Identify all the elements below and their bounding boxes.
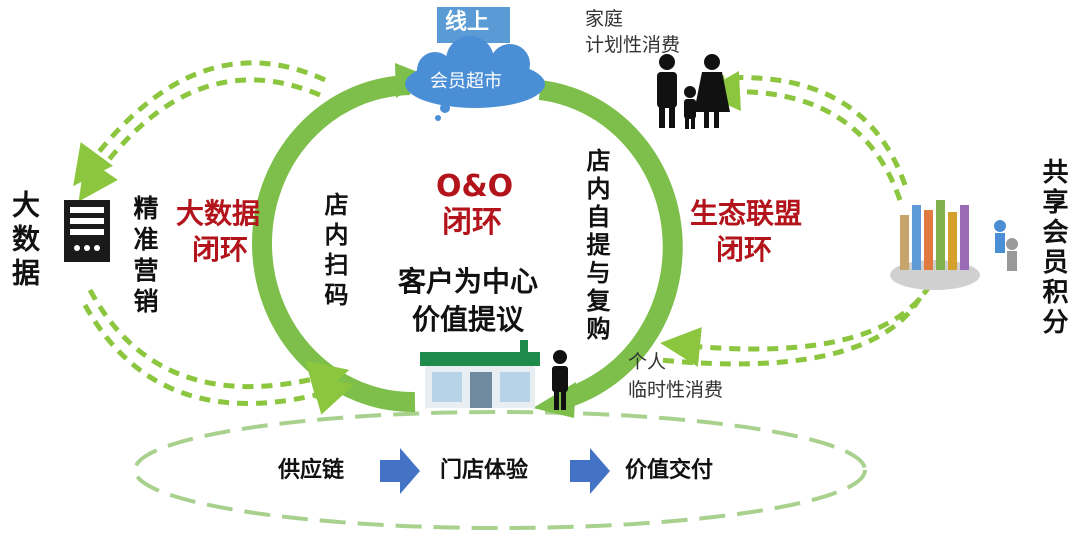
big-data-loop-label-1: 大数据 <box>176 197 261 230</box>
flow-arrow-1 <box>380 448 420 494</box>
person-icon <box>552 350 568 410</box>
flow-arrow-2 <box>570 448 610 494</box>
center-label-1: 客户为中心 <box>398 265 539 298</box>
cloud-icon <box>405 36 545 121</box>
online-label: 线上 <box>445 10 490 35</box>
flow-ellipse <box>133 410 867 530</box>
individual-label-2: 临时性消费 <box>628 379 724 401</box>
flow-step-supply-chain: 供应链 <box>278 458 345 483</box>
store-scan-label: 店内扫码 <box>320 192 348 312</box>
big-data-loop-arrows <box>73 60 355 415</box>
server-icon <box>64 200 110 262</box>
eco-loop-label-1: 生态联盟 <box>690 197 803 230</box>
flow-step-store-experience: 门店体验 <box>440 458 529 483</box>
big-data-label: 大数据 <box>8 190 41 292</box>
shared-points-label: 共享会员积分 <box>1038 158 1068 338</box>
center-label-2: 价值提议 <box>412 303 525 336</box>
oo-label-2: 闭环 <box>442 205 502 240</box>
people-group-icon <box>890 200 1018 290</box>
oo-label-1: O&O <box>436 169 514 204</box>
big-data-loop-label-2: 闭环 <box>192 233 249 266</box>
precision-marketing-label: 精准营销 <box>130 195 159 319</box>
store-pickup-label: 店内自提与复购 <box>582 148 610 344</box>
family-label-1: 家庭 <box>585 8 624 30</box>
individual-label-1: 个人 <box>628 351 667 373</box>
eco-loop-label-2: 闭环 <box>716 233 773 266</box>
eco-loop-arrows <box>659 71 933 367</box>
cloud-label: 会员超市 <box>430 71 502 92</box>
family-icon <box>657 54 730 129</box>
family-label-2: 计划性消费 <box>585 34 681 56</box>
flow-step-value-delivery: 价值交付 <box>625 458 714 483</box>
store-icon <box>420 340 540 408</box>
